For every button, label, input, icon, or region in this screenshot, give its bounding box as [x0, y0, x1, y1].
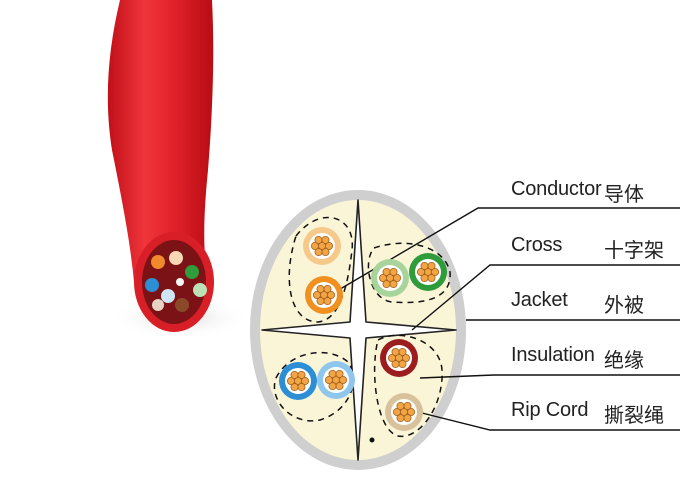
wire-green-white — [371, 259, 409, 297]
conductor-strand — [401, 353, 410, 362]
wire-brown-white — [385, 393, 423, 431]
label-rip-cord-en: Rip Cord — [511, 399, 589, 421]
conductor-strand — [382, 267, 391, 276]
conductor-strand — [328, 369, 337, 378]
label-conductor-zh: 导体 — [604, 182, 644, 206]
cross-separator — [261, 199, 457, 461]
conductor-strand — [427, 274, 436, 283]
cross-section — [250, 190, 466, 470]
conductor-strand — [406, 407, 415, 416]
conductor-strand — [430, 267, 439, 276]
conductor-strand — [290, 370, 299, 379]
wire-end — [185, 265, 199, 279]
conductor-strand — [326, 290, 335, 299]
conductor-strand — [316, 297, 325, 306]
conductor-strand — [324, 375, 333, 384]
wire-green — [409, 253, 447, 291]
conductor-strand — [391, 360, 400, 369]
conductor-strand — [398, 360, 407, 369]
conductor-strand — [300, 376, 309, 385]
conductor-strand — [328, 382, 337, 391]
label-cross-zh: 十字架 — [604, 238, 664, 262]
conductor-strand — [314, 235, 323, 244]
cross-end — [176, 278, 184, 286]
conductor-strand — [316, 284, 325, 293]
conductor-strand — [290, 383, 299, 392]
conductor-strand — [382, 280, 391, 289]
wire-end — [152, 299, 164, 311]
conductor-strand — [403, 414, 412, 423]
conductor-strand — [321, 235, 330, 244]
label-rip-cord-zh: 撕裂绳 — [604, 403, 664, 427]
label-insulation-zh: 绝缘 — [604, 348, 644, 372]
leader-cross — [411, 264, 680, 331]
cable-jacket — [107, 0, 214, 282]
wire-brown — [380, 339, 418, 377]
conductor-strand — [312, 290, 321, 299]
conductor-strand — [321, 248, 330, 257]
conductor-strand — [389, 280, 398, 289]
pair-outline-bottom-right — [373, 334, 443, 437]
wire-blue-white — [317, 361, 355, 399]
conductor-strand — [310, 241, 319, 250]
pair-outline-top-right — [367, 242, 451, 304]
conductor-strand — [398, 347, 407, 356]
conductor-strand — [378, 273, 387, 282]
conductor-strand — [403, 401, 412, 410]
conductor-strand — [396, 401, 405, 410]
conductor-strand — [323, 297, 332, 306]
label-cross-en: Cross — [511, 234, 563, 256]
conductor-strand — [416, 267, 425, 276]
wire-orange-white — [303, 227, 341, 265]
wire-end — [193, 283, 207, 297]
conductor-strand — [286, 376, 295, 385]
conductor-strand — [297, 370, 306, 379]
conductor-strand — [396, 414, 405, 423]
conductor-strand — [324, 241, 333, 250]
conductor-strand — [297, 383, 306, 392]
conductor-strand — [323, 284, 332, 293]
label-jacket-zh: 外被 — [604, 293, 644, 317]
wire-end — [169, 251, 183, 265]
wire-orange — [305, 276, 343, 314]
wire-end — [151, 255, 165, 269]
conductor-strand — [387, 353, 396, 362]
conductor-strand — [392, 407, 401, 416]
conductor-strand — [389, 267, 398, 276]
conductor-strand — [335, 382, 344, 391]
label-conductor-en: Conductor — [511, 178, 602, 200]
wires — [279, 227, 447, 431]
wire-end — [175, 298, 189, 312]
conductor-strand — [338, 375, 347, 384]
label-jacket-en: Jacket — [511, 289, 568, 311]
conductor-strand — [420, 261, 429, 270]
label-insulation-en: Insulation — [511, 344, 595, 366]
conductor-strand — [420, 274, 429, 283]
wire-end — [161, 289, 175, 303]
conductor-strand — [391, 347, 400, 356]
wire-end — [145, 278, 159, 292]
conductor-strand — [427, 261, 436, 270]
conductor-strand — [314, 248, 323, 257]
rip-cord-dot — [369, 437, 375, 443]
leader-insulation — [419, 374, 680, 379]
conductor-strand — [335, 369, 344, 378]
wire-blue — [279, 362, 317, 400]
cable-body — [107, 0, 250, 340]
leader-rip-cord — [417, 411, 680, 431]
conductor-strand — [392, 273, 401, 282]
